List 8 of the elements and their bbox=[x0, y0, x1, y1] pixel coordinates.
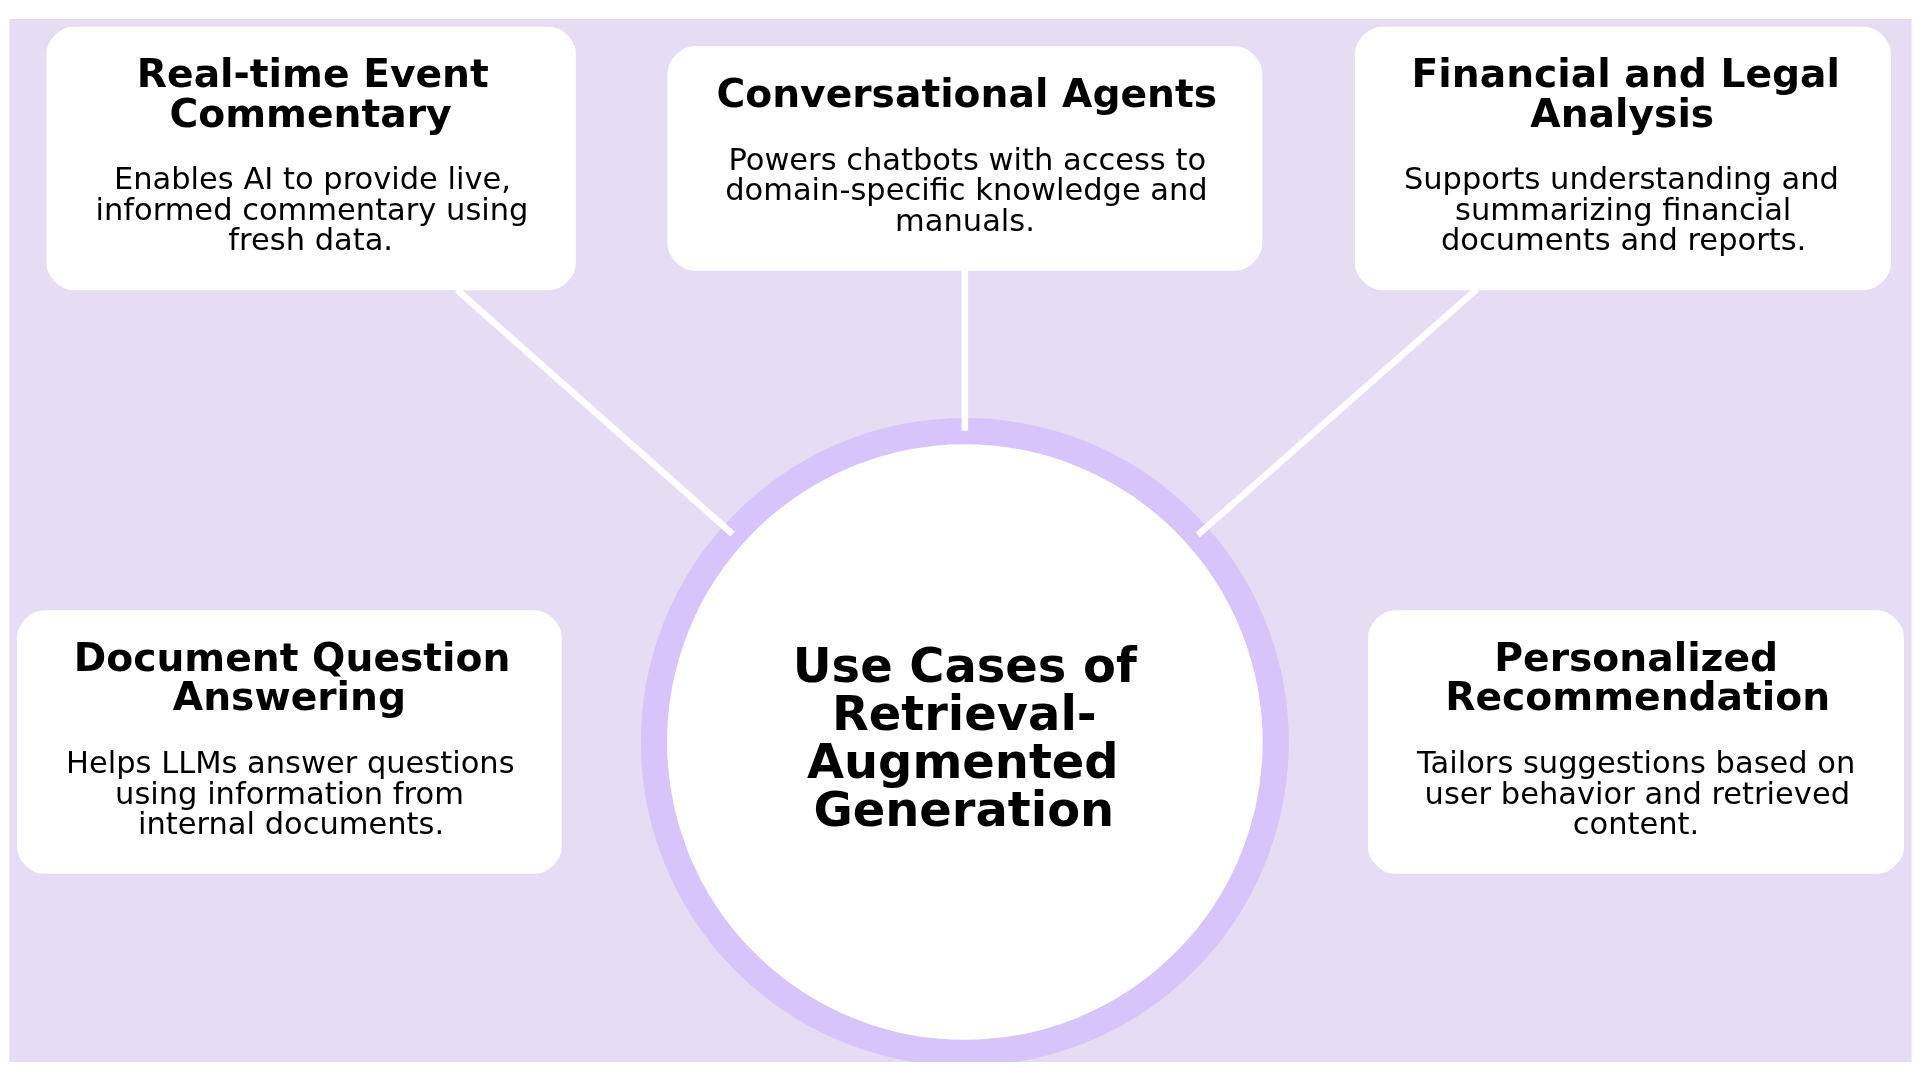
connector bbox=[454, 287, 735, 536]
node-box: Real-time Event Commentary Enables AI to provide live, informed commentary using fresh data. bbox=[45, 26, 576, 290]
node-box: Financial and Legal Analysis Supports understanding and summarizing financial documents and reports. bbox=[1354, 26, 1891, 290]
node-box: Personalized Recommendation Tailors suggestions based on user behavior and retrieved content. bbox=[1367, 609, 1904, 874]
connector bbox=[961, 269, 968, 431]
node-circle: Use Cases of Retrieval-Augmented Generation bbox=[640, 417, 1289, 1062]
node-box: Document Question Answering Helps LLMs answer questions using information from internal documents. bbox=[16, 609, 562, 874]
node-box: Conversational Agents Powers chatbots with access to domain-specific knowledge and manuals. bbox=[666, 45, 1262, 271]
